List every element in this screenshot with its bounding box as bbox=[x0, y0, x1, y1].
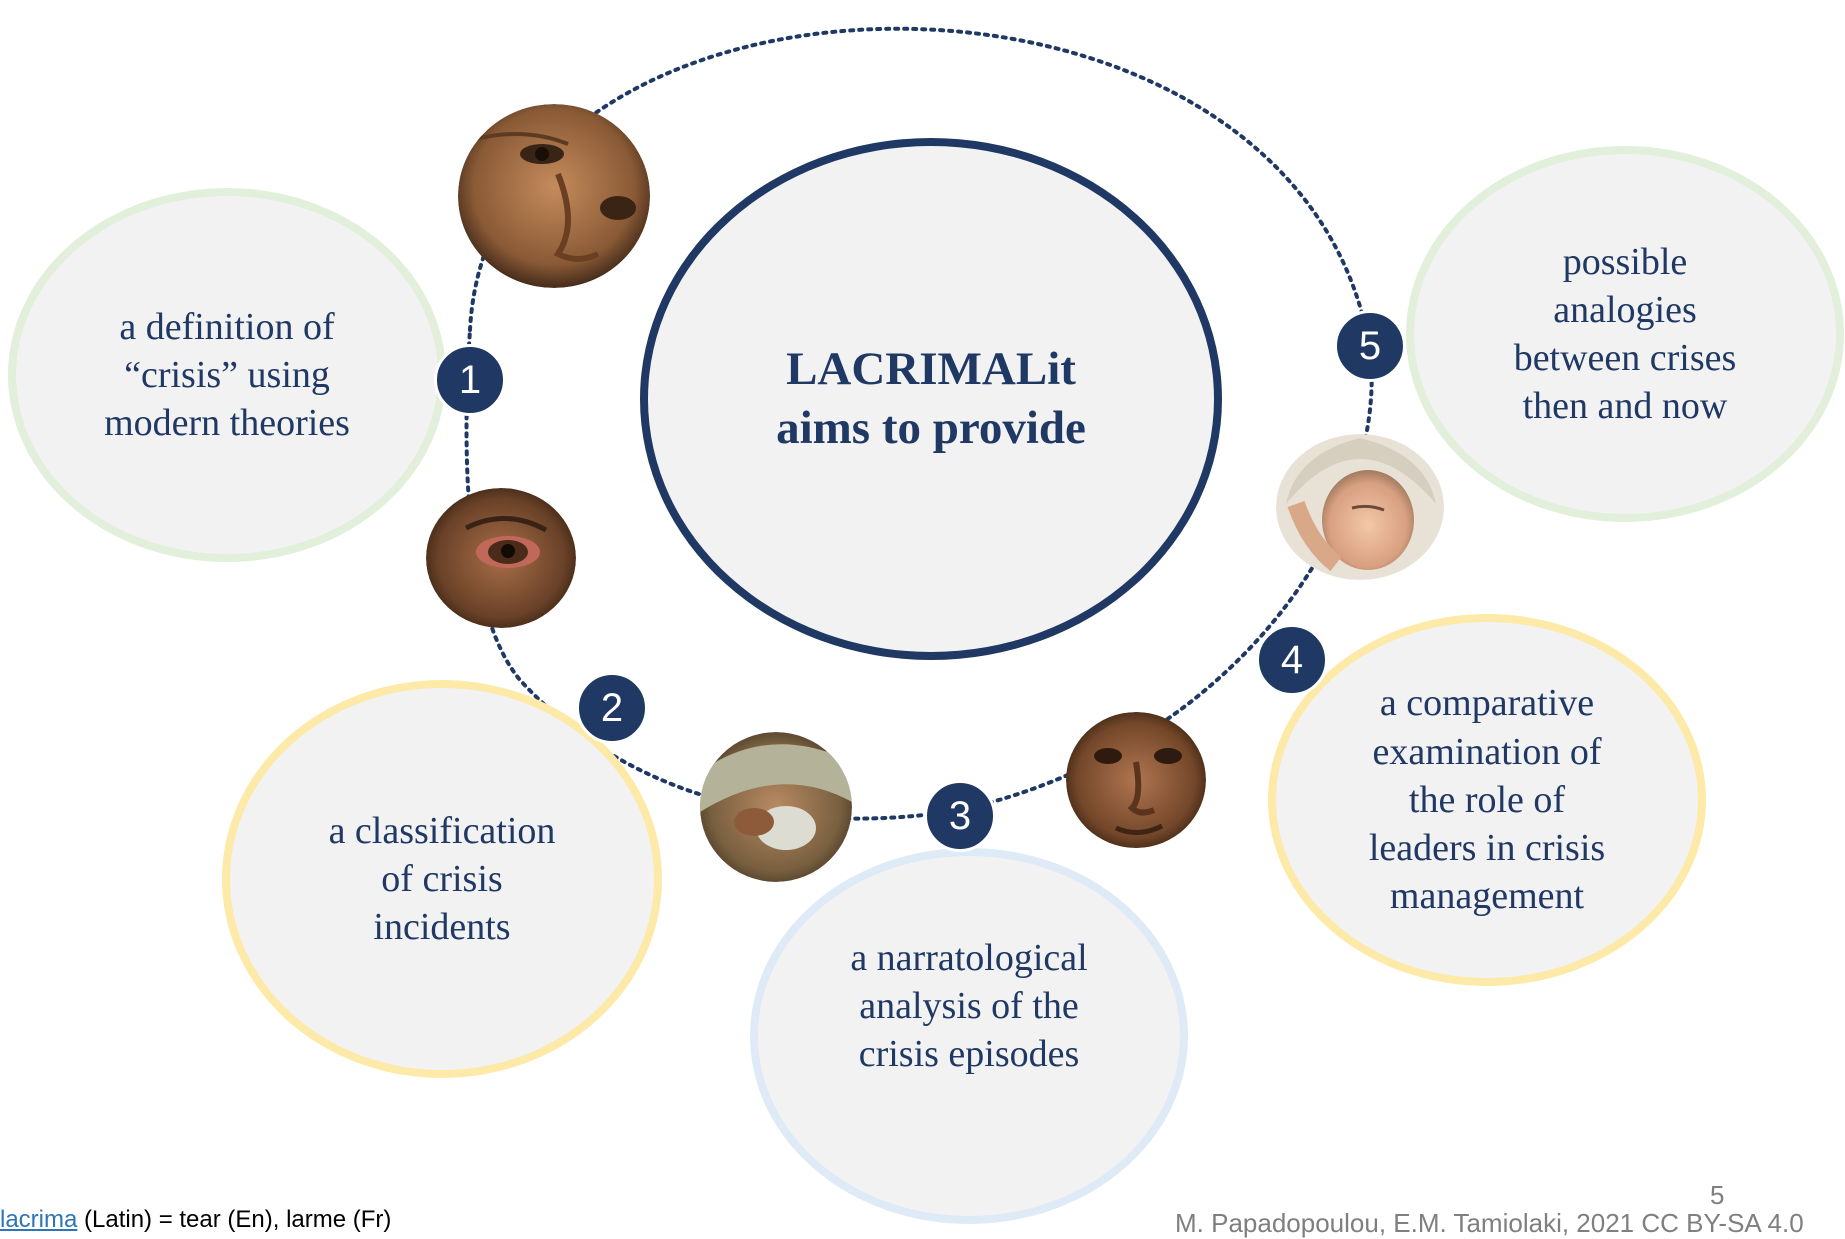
crying-man-icon bbox=[1066, 712, 1206, 848]
page-number: 5 bbox=[1710, 1180, 1725, 1210]
bubble-3-line-3: crisis episodes bbox=[858, 1033, 1080, 1076]
teary-eye-icon bbox=[426, 488, 576, 628]
bubble-2: a classification of crisis incidents bbox=[222, 680, 662, 1078]
bubble-2-line-3: incidents bbox=[373, 906, 511, 949]
bubble-4-line-1: a comparative bbox=[1379, 682, 1595, 725]
bubble-4-line-3: the role of bbox=[1408, 778, 1566, 821]
weeping-woman-icon bbox=[1276, 434, 1444, 580]
number-badge-4-text: 4 bbox=[1280, 637, 1304, 682]
bubble-2-line-2: of crisis bbox=[381, 857, 503, 900]
bubble-4-line-5: management bbox=[1389, 875, 1585, 918]
number-badge-3: 3 bbox=[924, 780, 996, 852]
bubble-5-line-3: between crises bbox=[1513, 337, 1737, 379]
bubble-5-line-1: possible bbox=[1562, 240, 1688, 283]
number-badge-2-text: 2 bbox=[600, 685, 624, 730]
footer-definition: lacrima (Latin) = tear (En), larme (Fr) bbox=[0, 1206, 391, 1234]
footer-credit: M. Papadopoulou, E.M. Tamiolaki, 2021 CC… bbox=[1175, 1208, 1804, 1238]
number-badge-1: 1 bbox=[434, 344, 506, 416]
number-badge-5-text: 5 bbox=[1358, 323, 1382, 368]
bubble-5-line-2: analogies bbox=[1553, 288, 1697, 331]
bubble-1: a definition of “crisis” using modern theo… bbox=[8, 188, 446, 562]
bubble-4-line-2: examination of bbox=[1372, 730, 1602, 773]
center-title: LACRIMALit bbox=[786, 343, 1076, 396]
number-badge-3-text: 3 bbox=[948, 793, 972, 838]
bubble-5-line-4: then and now bbox=[1522, 385, 1728, 428]
bubble-1-line-1: a definition of bbox=[119, 305, 335, 348]
bubble-3-line-1: a narratological bbox=[850, 936, 1088, 979]
bubble-3-line-2: analysis of the bbox=[859, 984, 1079, 1027]
bubble-5: possible analogies between crises then and … bbox=[1406, 146, 1844, 522]
footer-term-link[interactable]: lacrima bbox=[0, 1206, 78, 1233]
bubble-4: a comparative examination of the role of le… bbox=[1268, 614, 1706, 986]
orbit-path bbox=[464, 26, 1374, 821]
footer-definition-text: (Latin) = tear (En), larme (Fr) bbox=[77, 1206, 392, 1233]
mourner-with-cloth-icon bbox=[700, 732, 852, 882]
weeping-face-icon bbox=[458, 104, 650, 288]
bubble-3: a narratological analysis of the crisis ep… bbox=[750, 848, 1188, 1224]
bubble-1-line-2: “crisis” using bbox=[124, 353, 330, 396]
bubble-1-line-3: modern theories bbox=[104, 402, 350, 445]
number-badge-2: 2 bbox=[576, 672, 648, 744]
number-badge-4: 4 bbox=[1256, 624, 1328, 696]
center-subtitle: aims to provide bbox=[776, 402, 1086, 454]
number-badge-1-text: 1 bbox=[458, 357, 482, 402]
bubble-4-line-4: leaders in crisis bbox=[1368, 827, 1606, 870]
number-badge-5: 5 bbox=[1334, 310, 1406, 382]
center-circle: LACRIMALit aims to provide bbox=[640, 138, 1222, 660]
bubble-2-line-1: a classification bbox=[328, 809, 556, 852]
